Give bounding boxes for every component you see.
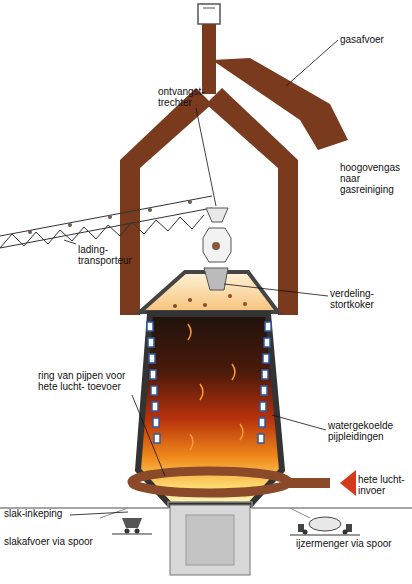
part-label: gasafvoer xyxy=(340,34,410,45)
part-label: hoogovengas naar gasreiniging xyxy=(340,162,410,195)
part-label: verdeling- stortkoker xyxy=(330,288,410,310)
part-label: slak-inkeping xyxy=(4,508,84,519)
part-label: ijzermenger via spoor xyxy=(296,538,410,549)
part-label: watergekoelde pijpleidingen xyxy=(328,420,410,442)
part-label: ontvangst- trechter xyxy=(158,86,220,108)
part-label: lading- transporteur xyxy=(78,244,158,266)
part-label: ring van pijpen voor hete lucht- toevoer xyxy=(38,370,134,392)
part-label: slakafvoer via spoor xyxy=(4,536,114,547)
part-label: hete lucht- invoer xyxy=(358,474,412,496)
